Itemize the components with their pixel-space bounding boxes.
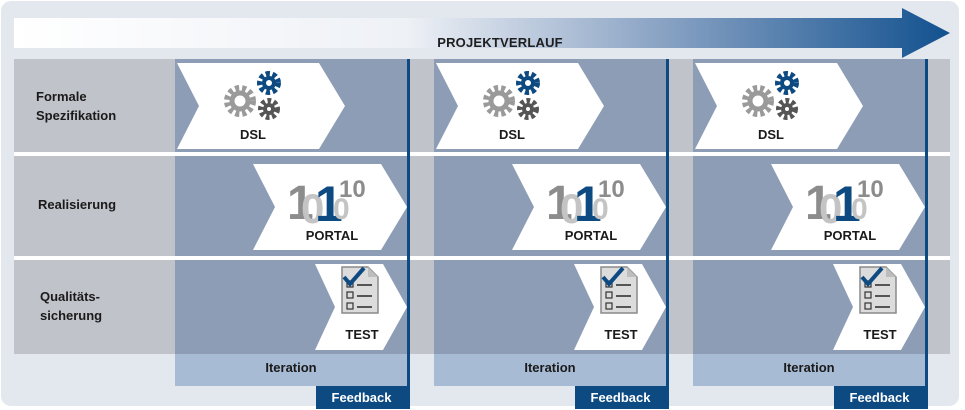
row-label-specification: Formale Spezifikation <box>36 87 116 125</box>
binary-digit: 1 <box>805 177 832 227</box>
gears-icon <box>742 71 799 120</box>
binary-superscript: 10 <box>339 176 366 203</box>
binary-digit: 1 <box>546 177 573 227</box>
binary-digit: 0 <box>301 185 324 227</box>
feedback-label: Feedback <box>316 386 407 409</box>
dsl-label: DSL <box>240 127 266 142</box>
project-timeline-title: PROJEKTVERLAUF <box>437 35 563 50</box>
row-label-line: Qualitäts- <box>40 289 100 304</box>
test-label: TEST <box>604 327 638 342</box>
binary-superscript: 10 <box>857 176 884 203</box>
binary-digit: 1 <box>315 176 343 227</box>
binary-digit: 0 <box>592 193 609 226</box>
row-label-line: Realisierung <box>38 197 117 212</box>
gears-icon <box>483 71 540 120</box>
binary-digit: 1 <box>287 177 314 227</box>
checklist-icon <box>859 266 897 314</box>
row-label-line: sicherung <box>40 308 103 323</box>
iteration-boundary-line <box>407 59 410 409</box>
binary-digit: 1 <box>574 176 602 227</box>
row-label-realization: Realisierung <box>38 195 116 214</box>
dsl-label: DSL <box>499 127 525 142</box>
dsl-chevron <box>436 63 604 149</box>
binary-code-icon: 1 0 1 0 10 <box>805 176 884 227</box>
binary-digit: 0 <box>851 193 868 226</box>
binary-digit: 0 <box>560 185 583 227</box>
binary-code-icon: 1 0 1 0 10 <box>287 176 366 227</box>
binary-digit: 0 <box>333 193 350 226</box>
feedback-label: Feedback <box>834 386 925 409</box>
iteration-boundary-line <box>925 59 928 409</box>
checklist-icon <box>600 266 638 314</box>
portal-chevron <box>253 164 407 250</box>
portal-label: PORTAL <box>305 228 359 243</box>
iteration-label: Iteration <box>434 354 666 386</box>
checklist-icon <box>341 266 379 314</box>
portal-label: PORTAL <box>564 228 618 243</box>
project-timeline-arrow <box>14 8 950 58</box>
binary-digit: 1 <box>833 176 861 227</box>
row-label-quality: Qualitäts- sicherung <box>40 287 102 325</box>
feedback-label: Feedback <box>575 386 666 409</box>
dsl-chevron <box>695 63 863 149</box>
dsl-chevron <box>177 63 345 149</box>
portal-label: PORTAL <box>823 228 877 243</box>
binary-digit: 0 <box>819 185 842 227</box>
iteration-boundary-line <box>666 59 669 409</box>
gears-icon <box>224 71 281 120</box>
test-label: TEST <box>345 327 379 342</box>
row-label-line: Formale <box>36 89 87 104</box>
portal-chevron <box>771 164 925 250</box>
portal-chevron <box>512 164 666 250</box>
binary-superscript: 10 <box>598 176 625 203</box>
dsl-label: DSL <box>758 127 784 142</box>
row-separator <box>14 256 950 260</box>
test-label: TEST <box>863 327 897 342</box>
iteration-label: Iteration <box>175 354 407 386</box>
row-separator <box>14 152 950 156</box>
binary-code-icon: 1 0 1 0 10 <box>546 176 625 227</box>
iteration-label: Iteration <box>693 354 925 386</box>
row-label-line: Spezifikation <box>36 108 117 123</box>
